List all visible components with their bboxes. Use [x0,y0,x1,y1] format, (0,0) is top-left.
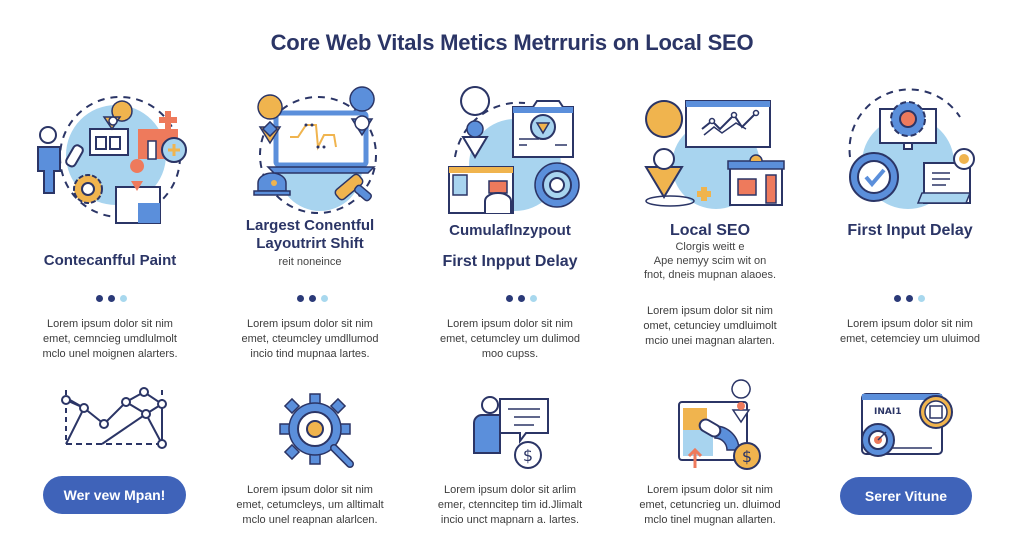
dot-light [530,295,537,302]
laptop-layout-icon [253,86,377,214]
column-3-dots [506,295,537,302]
dot-light [918,295,925,302]
column-5-dots [894,295,925,302]
column-2-subtext: reit noneince [278,256,342,268]
dot-dark [506,295,513,302]
column-3-heading: Cumulaflnzypout [449,222,571,239]
browser-gauge-icon: INAI1 [861,393,953,457]
column-2-description: Lorem ipsum dolor sit nim emet, cteumcle… [241,318,379,360]
map-pin-chart-store-icon [644,100,785,209]
dot-dark [108,295,115,302]
page-title: Core Web Vitals Metics Metrruris on Loca… [270,30,754,55]
camera-gear-location-icon [448,86,580,214]
column-1-heading: Contecanfful Paint [43,252,177,269]
map-dollar-icon: $ [678,379,761,470]
server-value-button[interactable]: Serer Vitune [840,477,972,515]
column-5-description: Lorem ipsum dolor sit nim emet, cetemcie… [840,318,980,345]
svg-text:$: $ [523,446,533,465]
column-1-dots [96,295,127,302]
line-chart-icon [61,387,167,449]
column-2-bottom-description: Lorem ipsum dolor sit nim emet, cetumcle… [236,484,384,526]
person-gear-map-icon [37,96,187,224]
column-3-heading-2: First Inpput Delay [442,253,578,270]
dot-dark [297,295,304,302]
browser-label: INAI1 [874,407,901,417]
column-4-bottom-description: Lorem ipsum dolor sit nim emet, cetuncri… [639,484,781,526]
column-2-dots [297,295,328,302]
dot-dark [894,295,901,302]
column-3-bottom-description: Lorem ipsum dolor sit arlim emer, ctennc… [437,484,583,526]
column-3-description: Lorem ipsum dolor sit nim emet, cetumcle… [440,318,580,360]
column-4-heading: Local SEO [669,222,751,239]
column-5-heading: First Input Delay [847,222,973,239]
dot-light [120,295,127,302]
view-map-button[interactable]: Wer vew Mpan! [43,476,186,514]
column-4-subtext: Clorgis weitt e Ape nemyy scim wit on fn… [643,241,777,281]
column-1-description: Lorem ipsum dolor sit nim emet, cemncieg… [42,318,178,360]
dot-dark [518,295,525,302]
svg-text:$: $ [742,447,752,466]
dot-dark [906,295,913,302]
column-2-heading: Largest Conentful Layoutrirt Shift [245,217,375,252]
dot-dark [96,295,103,302]
dot-dark [309,295,316,302]
column-4-description: Lorem ipsum dolor sit nim omet, cetuncie… [643,305,777,347]
dot-light [321,295,328,302]
monitor-check-chat-icon [848,88,975,209]
person-chat-dollar-icon: $ [473,396,549,469]
gear-search-icon [279,393,354,468]
